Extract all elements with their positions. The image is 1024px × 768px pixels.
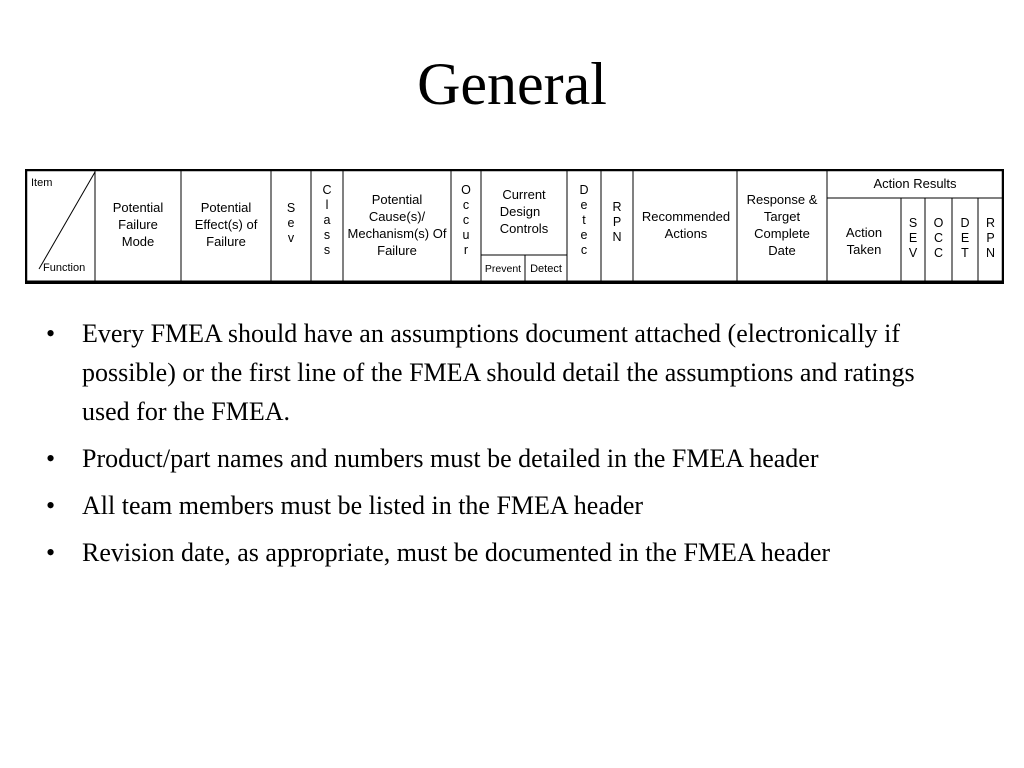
current-header: Current xyxy=(502,187,546,202)
bullet-marker: • xyxy=(46,538,56,567)
fmea-table-grid xyxy=(25,169,1004,284)
design-header: Design xyxy=(499,204,541,219)
failure-mode-header: Potential Failure Mode xyxy=(112,200,164,249)
detec-header: D e t e c xyxy=(579,183,589,257)
page-title: General xyxy=(417,51,607,117)
list-item: • Revision date, as appropriate, must be… xyxy=(46,533,926,572)
detect-header: Detect xyxy=(530,263,562,275)
result-rpn-header: R P N xyxy=(985,216,996,260)
list-item: • Product/part names and numbers must be… xyxy=(46,439,926,478)
bullet-list: • Every FMEA should have an assumptions … xyxy=(46,314,926,580)
bullet-marker: • xyxy=(46,444,56,473)
occur-header: O c c u r xyxy=(461,183,471,257)
action-taken-header: Action Taken xyxy=(845,225,883,257)
causes-header: Potential Cause(s)/ Mechanism(s) Of Fail… xyxy=(347,192,447,258)
result-sev-header: S E V xyxy=(908,216,918,260)
bullet-marker: • xyxy=(46,319,56,348)
class-header: C l a s s xyxy=(322,183,332,257)
result-occ-header: O C C xyxy=(933,216,944,260)
sev-header: S e v xyxy=(286,201,296,245)
bullet-text: Product/part names and numbers must be d… xyxy=(82,444,819,473)
recommended-actions-header: Recommended Actions xyxy=(641,209,731,241)
item-label: Item xyxy=(31,177,53,189)
bullet-text: Every FMEA should have an assumptions do… xyxy=(82,319,915,426)
effects-header: Potential Effect(s) of Failure xyxy=(194,200,258,249)
result-det-header: D E T xyxy=(960,216,970,260)
bullet-text: Revision date, as appropriate, must be d… xyxy=(82,538,831,567)
rpn-header: R P N xyxy=(612,200,622,244)
prevent-header: Prevent xyxy=(484,263,522,275)
list-item: • All team members must be listed in the… xyxy=(46,486,926,525)
function-label: Function xyxy=(43,262,86,274)
bullet-marker: • xyxy=(46,491,56,520)
complete-date-header: Complete Date xyxy=(754,226,810,258)
list-item: • Every FMEA should have an assumptions … xyxy=(46,314,926,431)
response-header: Response & xyxy=(746,192,818,207)
fmea-header-table: Item Function Potential Failure Mode Pot… xyxy=(25,169,1004,284)
target-header: Target xyxy=(763,209,801,224)
controls-header: Controls xyxy=(499,221,549,236)
action-results-header: Action Results xyxy=(873,176,957,191)
bullet-text: All team members must be listed in the F… xyxy=(82,491,644,520)
